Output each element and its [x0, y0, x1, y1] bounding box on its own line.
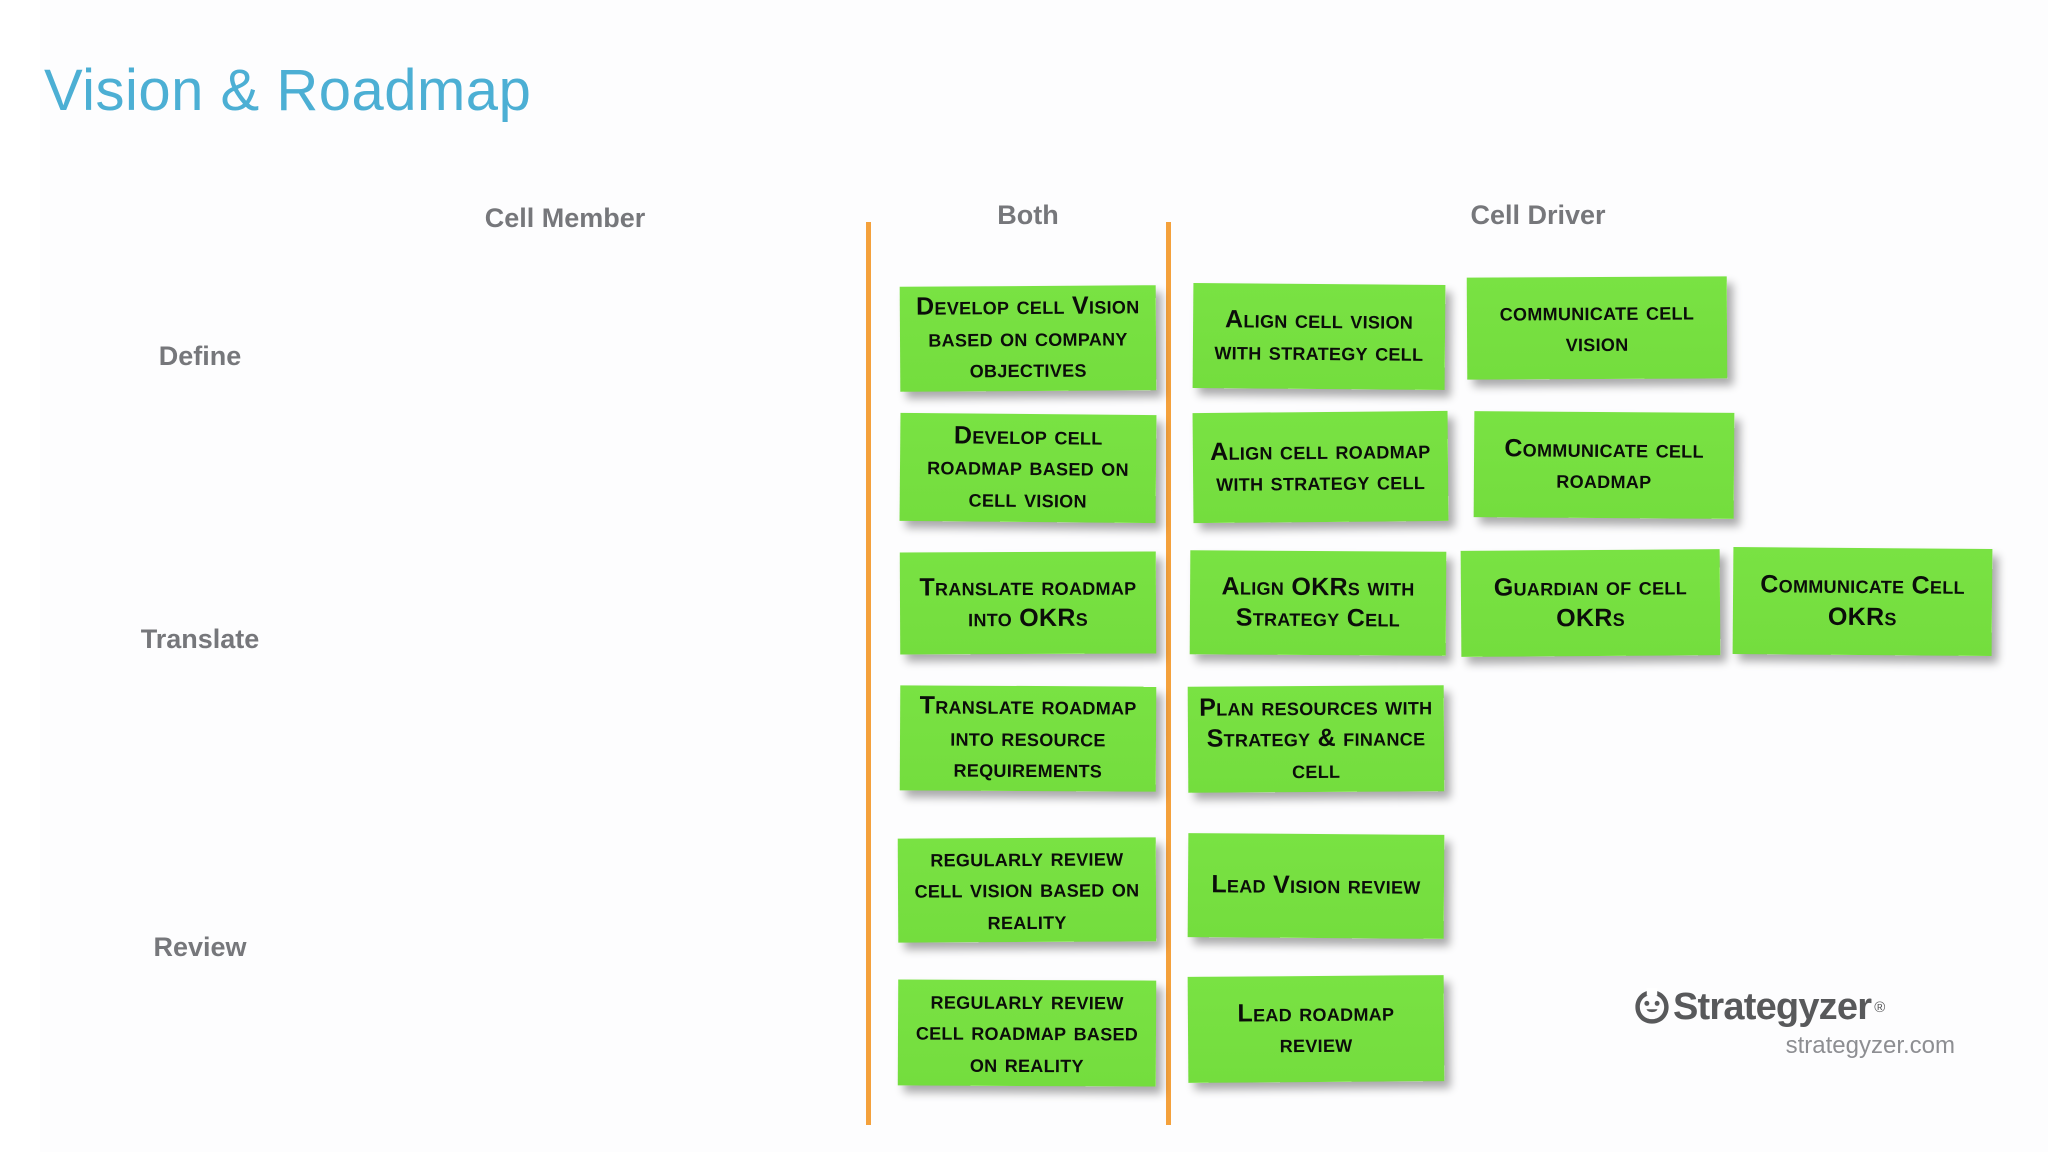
- column-divider-right: [1166, 222, 1171, 1125]
- sticky-note[interactable]: Translate roadmap into resource requirem…: [899, 685, 1157, 792]
- row-label-review: Review: [153, 932, 247, 962]
- sticky-note[interactable]: Guardian of cell OKRs: [1460, 549, 1721, 657]
- sticky-note-text: Guardian of cell OKRs: [1493, 571, 1688, 633]
- sticky-note[interactable]: Lead Vision review: [1187, 833, 1445, 939]
- column-header-both: Both: [997, 200, 1059, 230]
- sticky-note[interactable]: communicate cell vision: [1466, 276, 1728, 380]
- sticky-note[interactable]: Align OKRs with Strategy Cell: [1189, 550, 1447, 656]
- column-header-cell-member: Cell Member: [484, 203, 646, 233]
- sticky-note[interactable]: Translate roadmap into OKRs: [899, 551, 1157, 655]
- sticky-note[interactable]: Communicate Cell OKRs: [1732, 546, 1993, 657]
- sticky-note-text: Translate roadmap into OKRs: [919, 572, 1137, 633]
- sticky-note[interactable]: Develop cell roadmap based on cell visio…: [899, 412, 1157, 524]
- sticky-note-text: Align cell roadmap with strategy cell: [1210, 435, 1431, 497]
- sticky-note[interactable]: regularly review cell vision based on re…: [897, 837, 1157, 943]
- sticky-note-text: Develop cell roadmap based on cell visio…: [927, 421, 1129, 514]
- sticky-note-text: Communicate Cell OKRs: [1760, 570, 1965, 631]
- logo-url: strategyzer.com: [1785, 1032, 1955, 1059]
- column-divider-left: [866, 222, 871, 1125]
- sticky-note[interactable]: regularly review cell roadmap based on r…: [897, 979, 1157, 1087]
- sticky-note-text: Lead roadmap review: [1237, 997, 1395, 1059]
- row-label-define: Define: [158, 341, 242, 371]
- sticky-note[interactable]: Align cell roadmap with strategy cell: [1192, 410, 1449, 524]
- sticky-note-text: communicate cell vision: [1499, 296, 1695, 358]
- sticky-note-text: Plan resources with Strategy & finance c…: [1199, 692, 1433, 784]
- page-title: Vision & Roadmap: [44, 58, 532, 123]
- strategyzer-mark-icon: [1635, 988, 1669, 1024]
- sticky-note[interactable]: Lead roadmap review: [1187, 975, 1445, 1083]
- strategyzer-logo: Strategyzer® strategyzer.com: [1633, 988, 1963, 1060]
- sticky-note-text: Develop cell Vision based on company obj…: [916, 291, 1140, 384]
- sticky-note-text: Align OKRs with Strategy Cell: [1221, 571, 1415, 633]
- sticky-note-text: regularly review cell roadmap based on r…: [915, 986, 1139, 1078]
- sticky-note-text: Translate roadmap into resource requirem…: [919, 691, 1137, 784]
- sticky-note-text: Align cell vision with strategy cell: [1214, 305, 1424, 367]
- sticky-note[interactable]: Communicate cell roadmap: [1473, 411, 1735, 519]
- sticky-note-text: regularly review cell vision based on re…: [914, 843, 1140, 935]
- logo-wordmark: Strategyzer: [1673, 986, 1872, 1028]
- sticky-note[interactable]: Plan resources with Strategy & finance c…: [1187, 685, 1445, 793]
- column-header-cell-driver: Cell Driver: [1470, 200, 1606, 230]
- sticky-note-text: Communicate cell roadmap: [1504, 433, 1704, 495]
- sticky-note-text: Lead Vision review: [1211, 870, 1421, 900]
- logo-row: Strategyzer®: [1633, 988, 1963, 1026]
- sticky-note[interactable]: Develop cell Vision based on company obj…: [899, 285, 1157, 392]
- sticky-note[interactable]: Align cell vision with strategy cell: [1192, 283, 1446, 390]
- row-label-translate: Translate: [140, 624, 260, 654]
- logo-registered-mark: ®: [1874, 998, 1886, 1016]
